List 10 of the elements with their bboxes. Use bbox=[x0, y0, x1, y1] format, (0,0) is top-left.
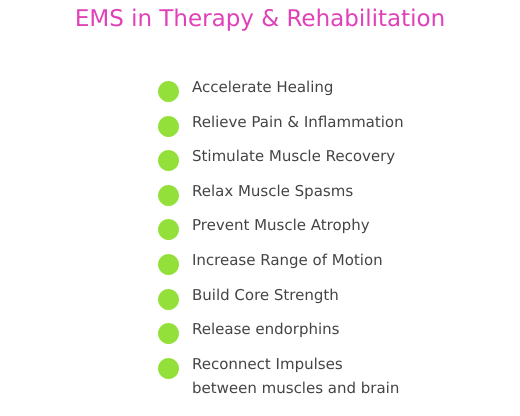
list-item-text: Prevent Muscle Atrophy bbox=[192, 215, 371, 236]
list-item-text: Release endorphins bbox=[192, 319, 340, 340]
list-item-text: Relax Muscle Spasms bbox=[192, 180, 354, 202]
list-item-text: Relieve Pain & Inflammation bbox=[192, 112, 405, 133]
list-item-text: Accelerate Healing bbox=[192, 77, 334, 98]
list-item-text: Reconnect Impulses between muscles and brain bbox=[192, 354, 400, 399]
list-item-text: Increase Range of Motion bbox=[192, 250, 384, 271]
list-item-text: Build Core Strength bbox=[192, 284, 340, 306]
title: EMS in Therapy & Rehabilitation bbox=[74, 6, 446, 32]
list-item-text: Stimulate Muscle Recovery bbox=[192, 146, 396, 168]
